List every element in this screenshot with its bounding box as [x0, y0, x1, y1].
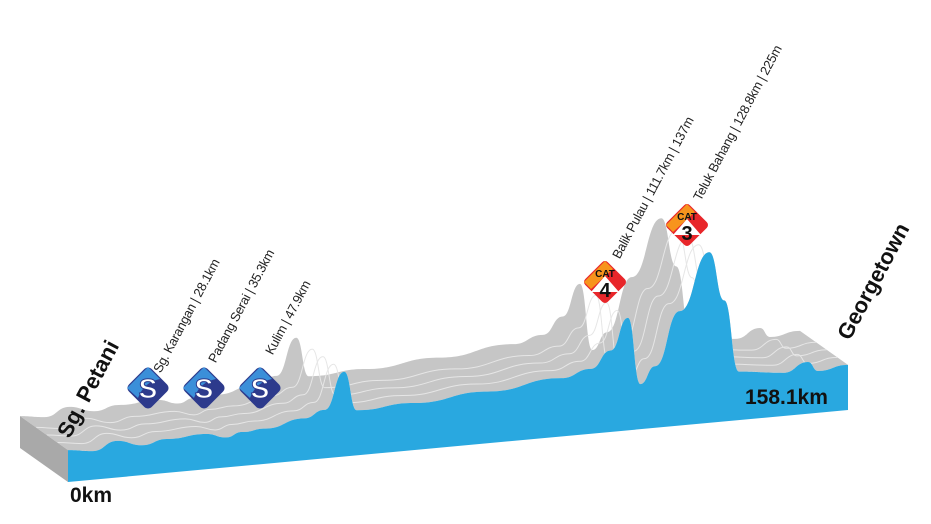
sprint-icon: S	[139, 373, 158, 404]
profile-top-surface	[20, 218, 848, 452]
profile-front-face	[68, 252, 848, 482]
kom-category-number: 4	[599, 280, 611, 302]
sprint-marker: S	[183, 367, 225, 409]
sprint-icon: S	[195, 373, 214, 404]
kom-cat-text: CAT	[595, 269, 615, 280]
kom-cat-text: CAT	[677, 212, 697, 223]
finish-km-label: 158.1km	[745, 386, 828, 409]
sprint-marker: S	[239, 367, 281, 409]
sprint-marker: S	[127, 367, 169, 409]
profile-end-face	[20, 416, 68, 482]
start-km-label: 0km	[70, 484, 113, 507]
kom-category-number: 3	[681, 223, 692, 245]
sprint-icon: S	[251, 373, 270, 404]
